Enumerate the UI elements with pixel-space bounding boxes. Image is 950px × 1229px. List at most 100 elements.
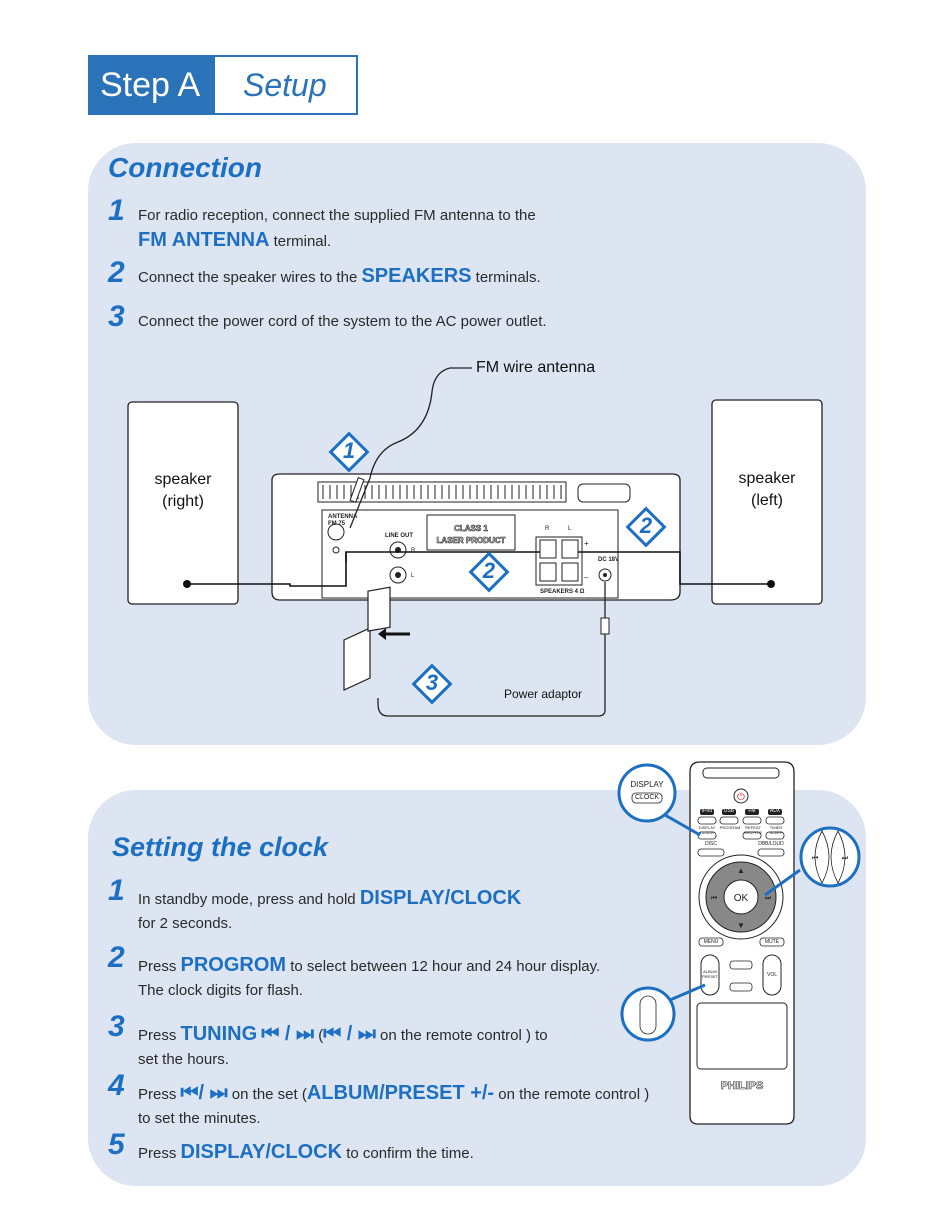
fm-antenna-label: FM wire antenna — [476, 359, 596, 376]
remote-timer-label: TIMER SLEEP — [769, 825, 783, 835]
speaker-left-box — [711, 399, 823, 605]
step-text-tail: on the remote control ) — [494, 1086, 650, 1103]
step-text-line2: set the hours. — [138, 1051, 229, 1068]
prev-next-icon-remote: ⏮ / ⏭ — [323, 1023, 376, 1045]
step-text-line2: The clock digits for flash. — [138, 982, 304, 999]
speaker-right-box — [127, 401, 239, 605]
prev-next-set-icon: ⏮/ ⏭ — [180, 1082, 228, 1104]
remote-fm-label: FM — [748, 808, 756, 814]
remote-dbb-label: DBB/LOUD — [758, 841, 784, 847]
step-keyword: TUNING — [180, 1023, 258, 1045]
svg-text:+: + — [584, 539, 589, 548]
svg-text:DC 18V: DC 18V — [598, 557, 619, 563]
step-number: 1 — [108, 874, 125, 907]
step-keyword: DISPLAY/CLOCK — [359, 887, 522, 909]
step-text: Press — [138, 1027, 181, 1044]
step-text: For radio reception, connect the supplie… — [138, 207, 536, 224]
remote-album-label: ALBUM PRESET — [701, 969, 718, 979]
callout-2b — [468, 551, 510, 593]
step-label: Step A — [90, 57, 215, 113]
step-title: Setup — [243, 66, 327, 103]
remote-mute-label: MUTE — [764, 939, 780, 945]
svg-text:R: R — [545, 526, 550, 532]
remote-aux-label: AUX — [769, 808, 781, 814]
callout-1 — [328, 431, 370, 473]
power-adaptor-label: Power adaptor — [504, 687, 583, 701]
step-header: Step A Setup — [88, 55, 358, 115]
svg-text:▼: ▼ — [737, 921, 745, 930]
step-number: 3 — [108, 1010, 125, 1043]
step-text-tail: terminal. — [269, 233, 332, 250]
callout-2a-label: 2 — [639, 513, 653, 538]
step-text-line2: for 2 seconds. — [138, 915, 233, 932]
step-number: 2 — [108, 941, 125, 974]
callout-3-label: 3 — [425, 670, 439, 695]
step-text: Press — [138, 1086, 181, 1103]
display-callout-label: DISPLAY — [630, 780, 664, 789]
step-text: Connect the power cord of the system to … — [138, 313, 547, 330]
vent-slots — [322, 485, 562, 499]
step-keyword: PROGROM — [180, 954, 287, 976]
step-text-mid: on the set ( — [227, 1086, 307, 1103]
prev-next-callout — [799, 826, 861, 888]
step-number: 1 — [108, 194, 125, 227]
callout-2a — [625, 506, 667, 548]
speaker-right-label: speaker (right) — [154, 471, 212, 510]
svg-text:⏻: ⏻ — [737, 792, 745, 803]
prev-next-icon: ⏮ / ⏭ — [261, 1023, 315, 1045]
step-text-tail: terminals. — [471, 269, 541, 286]
svg-text:LASER PRODUCT: LASER PRODUCT — [437, 536, 506, 545]
remote-brand: PHILIPS — [720, 1080, 764, 1093]
step-text-tail: to select between 12 hour and 24 hour di… — [286, 958, 601, 975]
svg-text:⏮: ⏮ — [812, 855, 818, 862]
callout-3 — [411, 663, 453, 705]
svg-text:CLASS 1: CLASS 1 — [454, 524, 488, 533]
svg-text:⏭: ⏭ — [765, 895, 772, 902]
step-text-tail: to confirm the time. — [342, 1145, 474, 1162]
svg-text:ANTENNA: ANTENNA — [328, 514, 358, 520]
remote-vol-label: VOL — [766, 972, 777, 978]
step-text: Press — [138, 958, 181, 975]
step-keyword: DISPLAY/CLOCK — [180, 1141, 343, 1163]
remote-ipod-label: iPod — [701, 808, 712, 814]
remote-disc-label: DISC — [705, 841, 717, 847]
remote-program-label: PROGRAM — [719, 825, 741, 830]
svg-text:L: L — [568, 526, 572, 532]
step-number: 2 — [108, 256, 125, 289]
callout-2b-label: 2 — [482, 558, 496, 583]
step-text-tail: on the remote control ) to — [375, 1027, 548, 1044]
svg-text:R: R — [411, 548, 416, 554]
svg-text:SPEAKERS 4 Ω: SPEAKERS 4 Ω — [540, 589, 585, 595]
step-keyword: ALBUM/PRESET +/- — [306, 1082, 495, 1104]
step-keyword: FM ANTENNA — [138, 229, 270, 251]
remote-control: ⏻ OK ▲ ▼ ⏮ ⏭ ⏮ ⏭ — [617, 761, 861, 1125]
ok-button — [723, 879, 759, 915]
clock-callout-label: CLOCK — [634, 794, 660, 801]
svg-text:⏭: ⏭ — [842, 855, 849, 862]
remote-menu-label: MENU — [703, 939, 719, 945]
svg-text:OK: OK — [734, 893, 749, 904]
remote-repeat-label: REPEAT SHUFFLE — [743, 825, 763, 835]
speaker-left-label: speaker (left) — [738, 470, 796, 509]
step-number: 4 — [108, 1069, 125, 1102]
power-button — [733, 788, 749, 804]
svg-text:⏮: ⏮ — [711, 895, 717, 902]
svg-text:–: – — [584, 573, 589, 582]
step-text-line2: to set the minutes. — [138, 1110, 261, 1127]
remote-display-clock-label: DISPLAY CLOCK — [698, 825, 716, 835]
step-keyword: SPEAKERS — [361, 265, 472, 287]
connection-title: Connection — [108, 152, 262, 183]
svg-text:LINE OUT: LINE OUT — [385, 533, 413, 539]
step-number: 3 — [108, 300, 125, 333]
step-text: In standby mode, press and hold — [138, 891, 360, 908]
step-text: Connect the speaker wires to the — [138, 269, 362, 286]
svg-text:▲: ▲ — [737, 866, 745, 875]
remote-usb-label: USB — [723, 808, 735, 814]
svg-text:L: L — [411, 573, 415, 579]
step-number: 5 — [108, 1128, 125, 1161]
antenna-socket — [327, 523, 345, 541]
step-text: Press — [138, 1145, 181, 1162]
callout-1-label: 1 — [342, 438, 356, 463]
clock-title: Setting the clock — [112, 832, 329, 862]
